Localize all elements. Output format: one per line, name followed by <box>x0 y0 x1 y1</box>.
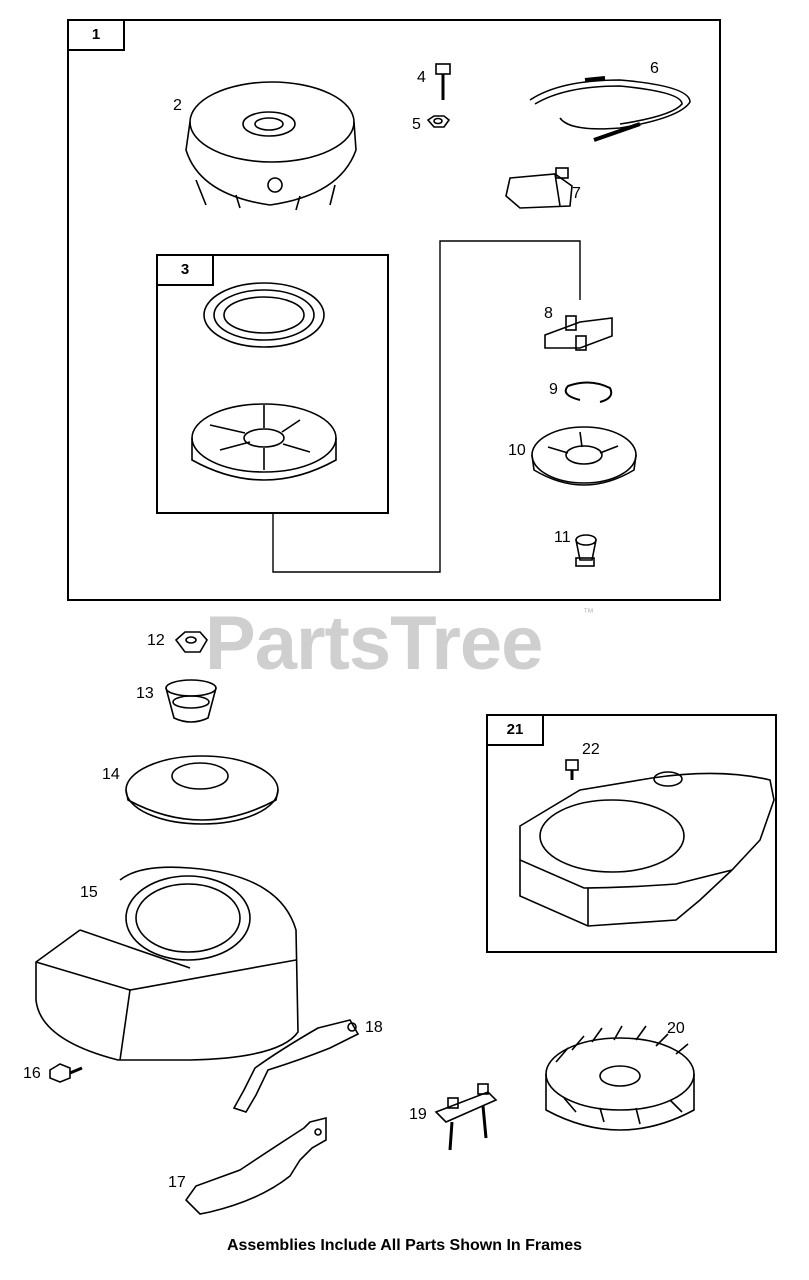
part-13-cup <box>165 679 217 723</box>
connector-line <box>272 240 581 573</box>
callout-12: 12 <box>147 632 165 649</box>
part-14-screen <box>125 755 279 825</box>
frame-21-tag <box>486 714 544 746</box>
part-12-nut <box>174 631 208 653</box>
callout-11: 11 <box>554 529 571 546</box>
callout-18: 18 <box>365 1019 383 1036</box>
frame-3-tag <box>156 254 214 286</box>
frame-1-border <box>67 19 721 601</box>
callout-17: 17 <box>168 1174 186 1191</box>
part-17-baffle <box>184 1116 327 1215</box>
watermark-logo: PartsTree <box>205 601 543 686</box>
callout-10: 10 <box>508 442 526 459</box>
frame-21-number: 21 <box>506 721 524 738</box>
callout-8: 8 <box>544 305 553 322</box>
part-15-blower-housing <box>35 866 299 1061</box>
callout-4: 4 <box>417 69 426 86</box>
part-16-screw <box>49 1063 83 1083</box>
part-5-nut <box>426 115 451 128</box>
part-18-hole <box>347 1022 357 1032</box>
part-20-flywheel <box>545 1025 695 1131</box>
part-6-starter-rope <box>529 76 691 142</box>
part-8-pawl <box>544 315 613 351</box>
part-4-bolt <box>435 63 451 100</box>
part-19-bracket <box>434 1083 498 1151</box>
callout-14: 14 <box>102 766 120 783</box>
frame-3-number: 3 <box>180 261 190 278</box>
watermark-trademark: ™ <box>583 607 594 619</box>
part-2-starter-housing <box>185 81 357 211</box>
frame-21-border <box>486 714 777 953</box>
part-17-hole <box>314 1128 322 1136</box>
callout-5: 5 <box>412 116 421 133</box>
callout-15: 15 <box>80 884 98 901</box>
part-3-spring-pulley <box>191 282 337 481</box>
callout-2: 2 <box>173 97 182 114</box>
callout-16: 16 <box>23 1065 41 1082</box>
callout-7: 7 <box>572 185 581 202</box>
frame-1-tag <box>67 19 125 51</box>
part-18-baffle <box>232 1019 360 1113</box>
diagram-caption: Assemblies Include All Parts Shown In Fr… <box>226 1237 583 1254</box>
callout-6: 6 <box>650 60 659 77</box>
frame-3-border <box>156 254 389 514</box>
part-21-shroud <box>519 771 775 927</box>
part-7-starter-handle <box>505 167 573 209</box>
callout-13: 13 <box>136 685 154 702</box>
part-10-pulley-cup <box>531 426 637 486</box>
frame-1-number: 1 <box>91 26 101 43</box>
callout-9: 9 <box>549 381 558 398</box>
part-11-pin <box>575 534 597 567</box>
callout-20: 20 <box>667 1020 685 1037</box>
part-9-retainer-ring <box>564 381 613 403</box>
callout-19: 19 <box>409 1106 427 1123</box>
callout-22: 22 <box>582 741 600 758</box>
part-22-screw <box>565 759 579 780</box>
